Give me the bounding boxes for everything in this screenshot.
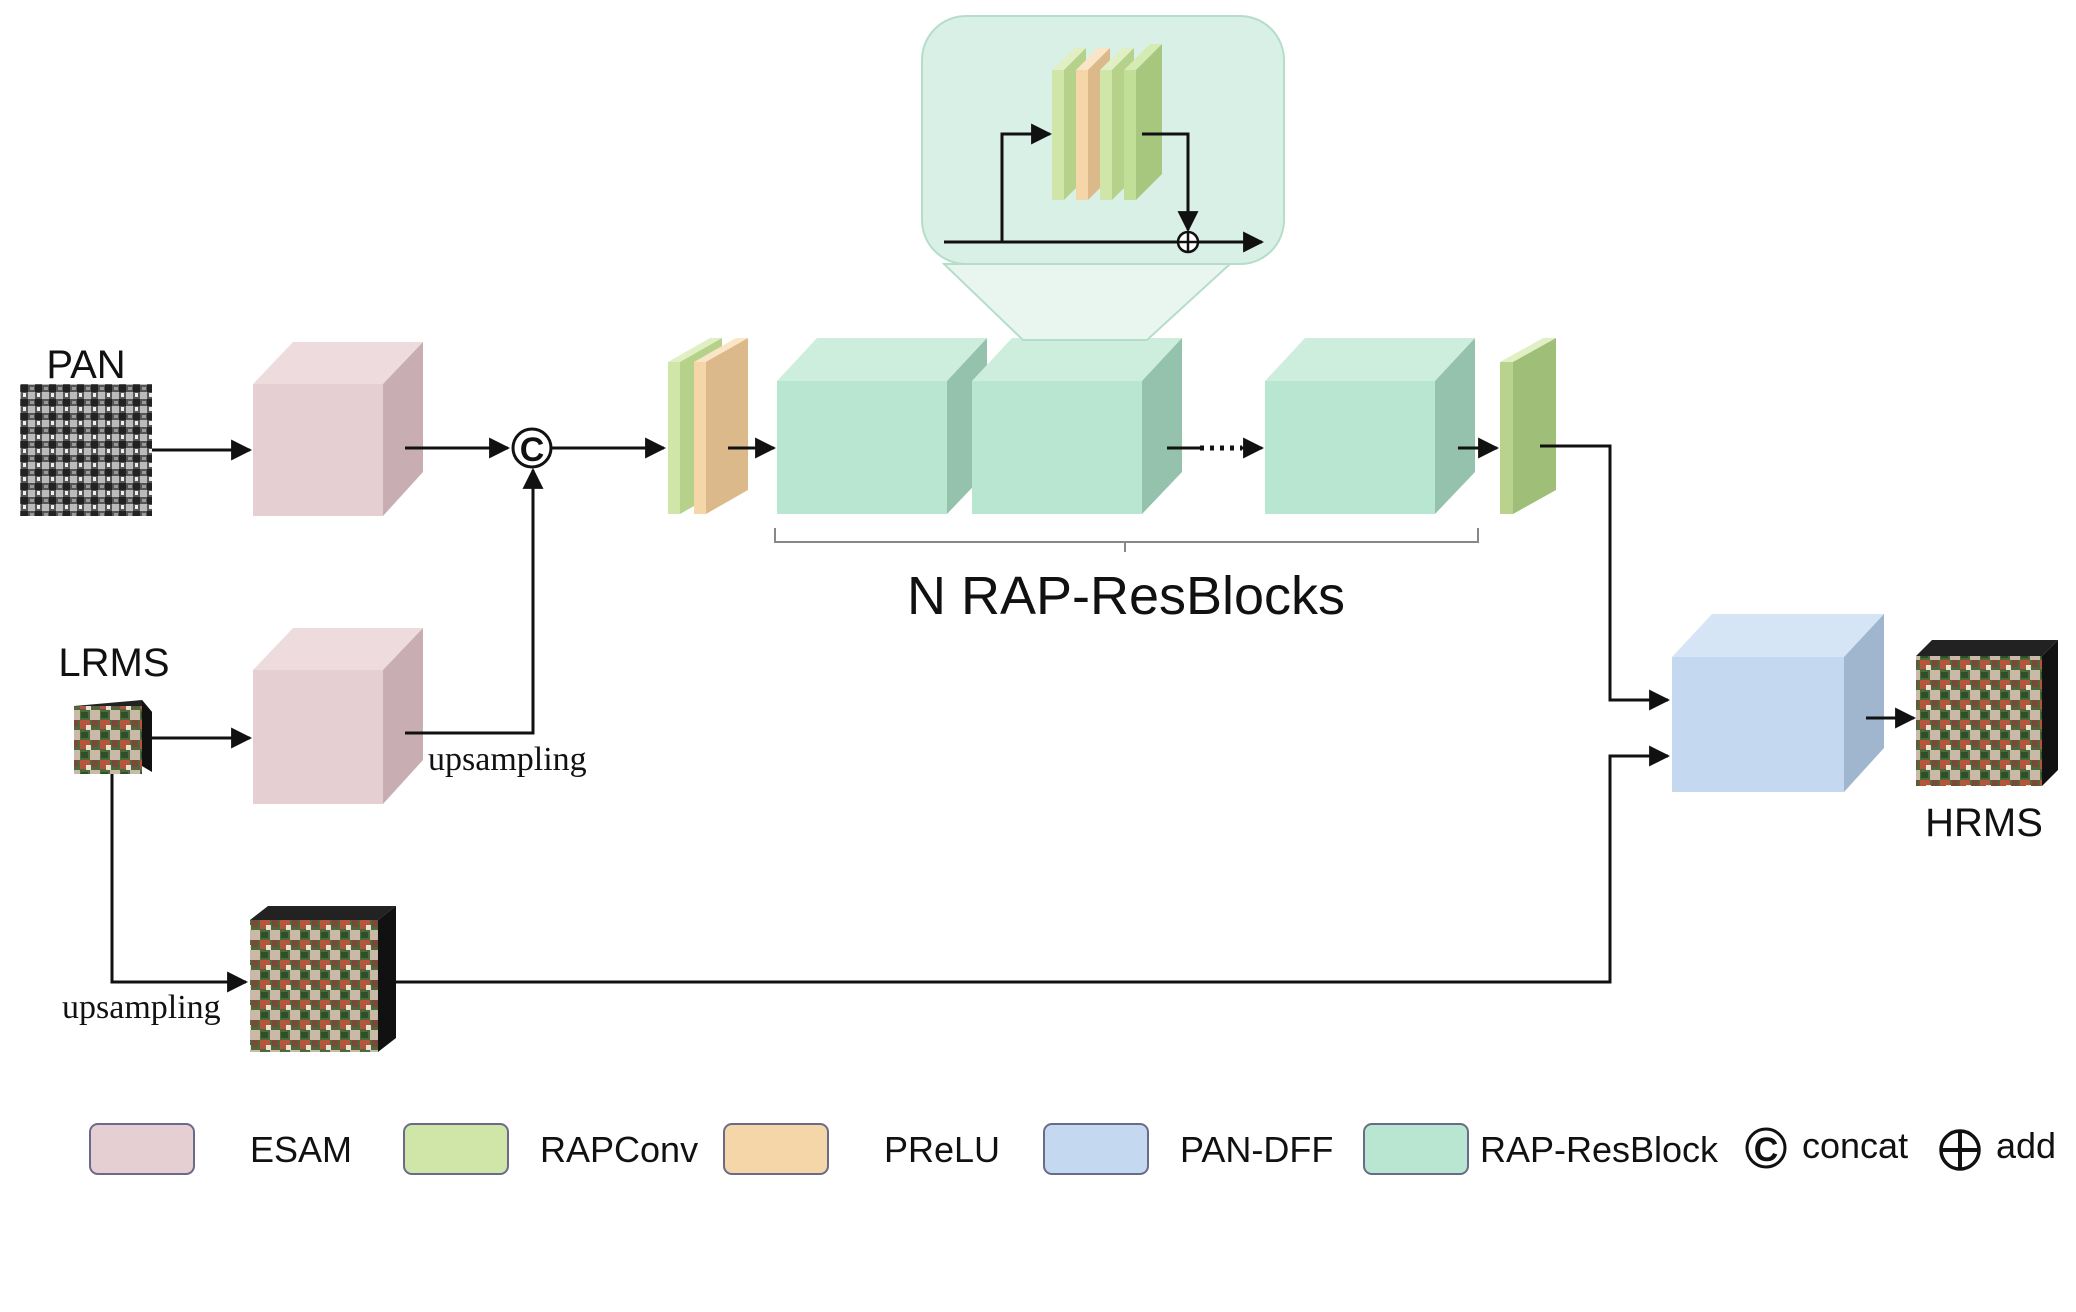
concat-operator: C	[511, 427, 553, 469]
pan-image	[20, 384, 152, 516]
legend-item-pan-dff: PAN-DFF	[1043, 1123, 1333, 1175]
blocks-caption: N RAP-ResBlocks	[907, 566, 1345, 626]
rap-resblock-2	[972, 338, 1182, 514]
esam-block-pan	[253, 342, 423, 516]
svg-text:add: add	[1996, 1125, 2056, 1166]
blocks-brace	[774, 528, 1479, 552]
esam-block-lrms	[253, 628, 423, 804]
legend-item-rapconv: RAPConv	[403, 1123, 698, 1175]
svg-text:PReLU: PReLU	[884, 1129, 1000, 1170]
lrms-image	[74, 700, 152, 774]
rap-resblock-n	[1265, 338, 1475, 514]
svg-text:ESAM: ESAM	[250, 1129, 352, 1170]
lrms-label: LRMS	[58, 641, 169, 685]
legend-item-add: add	[1939, 1125, 2056, 1171]
svg-text:RAPConv: RAPConv	[540, 1129, 698, 1170]
add-operator	[1176, 230, 1200, 254]
hrms-label: HRMS	[1925, 801, 2043, 845]
legend: ESAM RAPConv PReLU PAN-DFF RAP-ResBlock …	[89, 1123, 2056, 1175]
rapconv-prelu-pair	[668, 338, 748, 514]
svg-text:concat: concat	[1802, 1125, 1908, 1166]
legend-item-esam: ESAM	[89, 1123, 352, 1175]
rapconv-final	[1500, 338, 1556, 514]
pan-dff-block	[1672, 614, 1884, 792]
hrms-image	[1916, 640, 2058, 786]
rap-resblock-1	[777, 338, 987, 514]
upsampling-label-bottom: upsampling	[62, 989, 221, 1026]
concat-icon	[1745, 1127, 1787, 1169]
legend-item-concat: C concat	[1745, 1125, 1908, 1169]
add-icon	[1939, 1129, 1981, 1171]
svg-text:PAN-DFF: PAN-DFF	[1180, 1129, 1333, 1170]
svg-text:C: C	[520, 431, 545, 469]
upsampled-lrms-image	[250, 906, 396, 1052]
svg-text:RAP-ResBlock: RAP-ResBlock	[1480, 1129, 1719, 1170]
legend-item-rap-resblock: RAP-ResBlock	[1363, 1123, 1719, 1175]
pan-label: PAN	[46, 343, 125, 387]
svg-text:C: C	[1754, 1131, 1779, 1169]
upsampling-label-top: upsampling	[428, 741, 587, 778]
resblock-zoom-panel	[921, 15, 1285, 341]
legend-item-prelu: PReLU	[723, 1123, 1000, 1175]
